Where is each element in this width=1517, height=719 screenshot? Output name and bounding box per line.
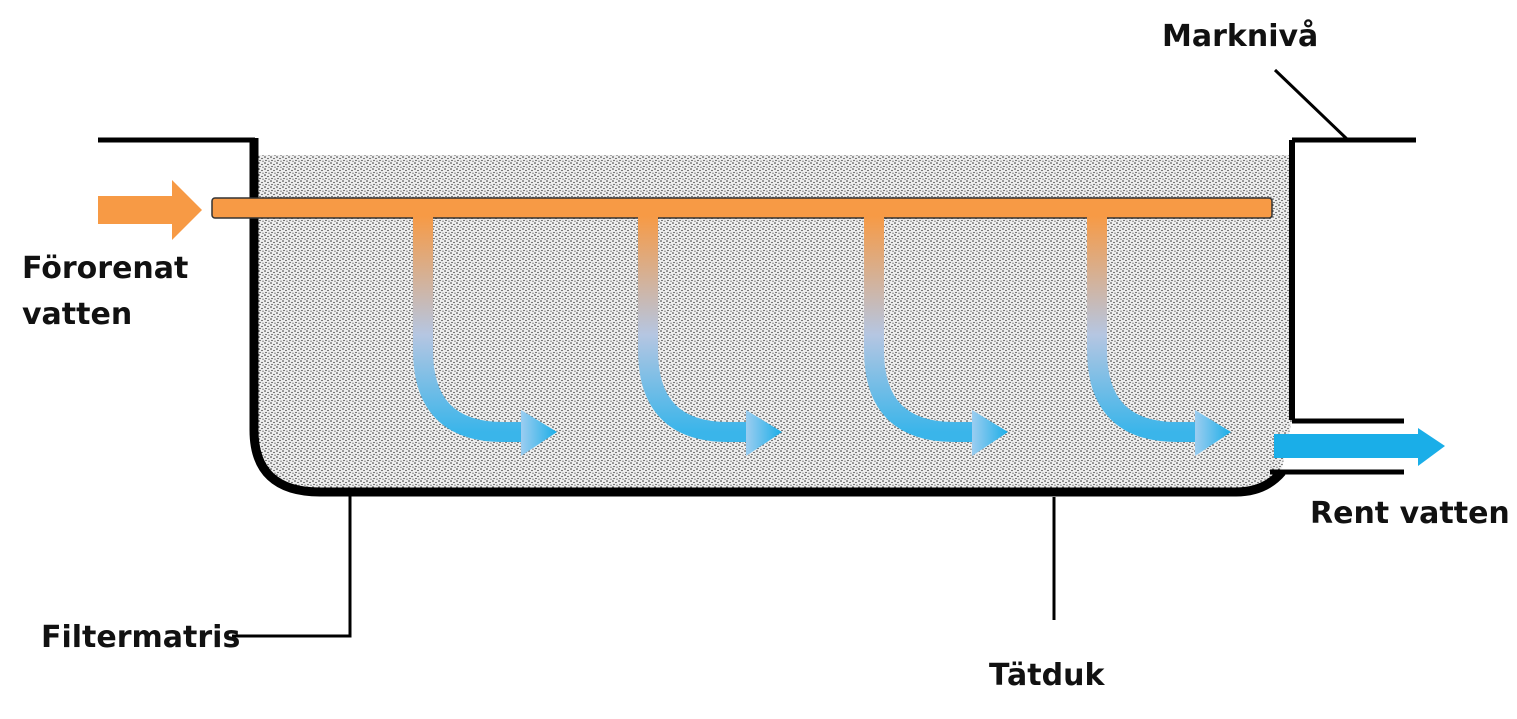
flow-arrow-head: [521, 410, 557, 456]
inflow-arrow: [98, 180, 202, 240]
flow-arrow-head: [972, 410, 1008, 456]
liner-label: Tätduk: [989, 658, 1105, 693]
liner-outline: [249, 138, 1286, 497]
inlet-label-line2: vatten: [22, 297, 133, 332]
outlet-label: Rent vatten: [1310, 496, 1510, 531]
flow-arrow-head: [746, 410, 782, 456]
distribution-pipe: [211, 197, 1273, 219]
flow-arrow: [1087, 216, 1231, 456]
flow-arrow-shaft: [638, 216, 748, 442]
flow-arrow: [864, 216, 1008, 456]
flow-arrow-head: [1195, 410, 1231, 456]
outflow-arrow: [1274, 428, 1445, 466]
ground-level-label: Marknivå: [1162, 19, 1319, 54]
flow-arrow-shaft: [413, 216, 523, 442]
flow-arrow-shaft: [1087, 216, 1197, 442]
flow-arrows: [413, 216, 1231, 456]
inlet-label: Förorenat vatten: [22, 246, 188, 338]
flow-arrow-shaft: [864, 216, 974, 442]
filter-matrix-label: Filtermatris: [41, 620, 241, 655]
flow-arrow: [638, 216, 782, 456]
filter-matrix-fill: [254, 155, 1292, 492]
flow-arrow: [413, 216, 557, 456]
leader-ground: [1273, 68, 1350, 142]
inlet-label-line1: Förorenat: [22, 251, 189, 286]
leader-filter-matrix: [232, 490, 352, 638]
